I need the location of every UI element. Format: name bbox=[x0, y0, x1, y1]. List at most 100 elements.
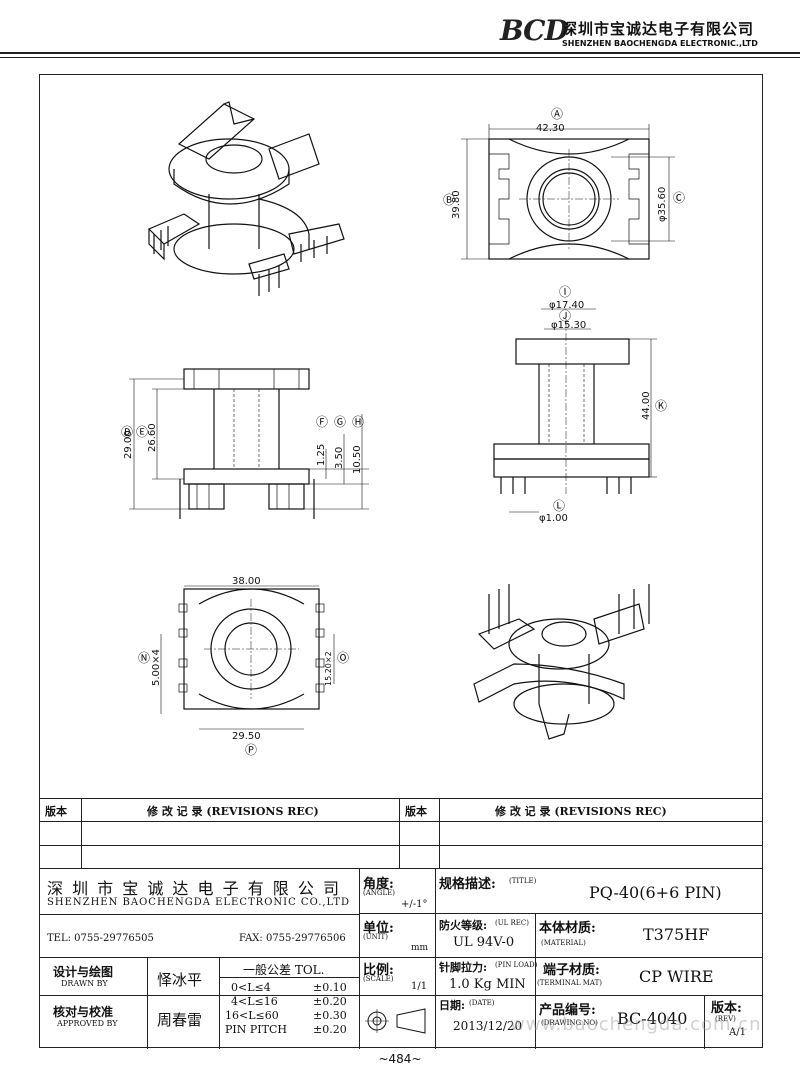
pin-load-en: (PIN LOAD) bbox=[495, 961, 538, 969]
tol-value-1: ±0.10 bbox=[313, 981, 347, 994]
dim-k-label: Ⓚ bbox=[655, 399, 667, 413]
tb-line-c bbox=[39, 995, 763, 996]
tol-value-4: ±0.20 bbox=[313, 1023, 347, 1036]
dim-b-value: 39.80 bbox=[451, 190, 462, 219]
scale-value: 1/1 bbox=[411, 981, 428, 992]
pin-load-label: 针脚拉力: bbox=[439, 961, 488, 974]
title-block: 深 圳 市 宝 诚 达 电 子 有 限 公 司 SHENZHEN BAOCHEN… bbox=[39, 868, 763, 1049]
technical-drawing: .ln { stroke:#111; stroke-width:1.2; fil… bbox=[121, 101, 685, 757]
ul-en: (UL REC) bbox=[495, 919, 529, 927]
rev-left-title: 修 改 记 录 (REVISIONS REC) bbox=[147, 805, 319, 818]
drawn-en: DRAWN BY bbox=[61, 979, 108, 988]
iso-view-top bbox=[147, 101, 345, 296]
dim-b-label: Ⓑ bbox=[443, 193, 455, 207]
tb-fax: FAX: 0755-29776506 bbox=[239, 933, 346, 944]
tb-line-b bbox=[39, 957, 763, 958]
tb-vline-2 bbox=[435, 869, 436, 1049]
terminal-label: 端子材质: bbox=[543, 963, 600, 978]
tol-value-3: ±0.30 bbox=[313, 1009, 347, 1022]
tol-range-3: 16<L≤60 bbox=[225, 1009, 279, 1022]
approved-label: 核对与校准 bbox=[53, 1005, 114, 1019]
revisions-table: 版本 修 改 记 录 (REVISIONS REC) 版本 修 改 记 录 (R… bbox=[39, 798, 763, 869]
tol-value-2: ±0.20 bbox=[313, 995, 347, 1008]
dim-n-value: 5.00×4 bbox=[151, 649, 162, 686]
dim-j-label: Ⓙ bbox=[559, 309, 571, 323]
title-label: 规格描述: bbox=[439, 877, 496, 892]
dim-p-value: 29.50 bbox=[232, 731, 261, 742]
ul-value: UL 94V-0 bbox=[453, 935, 515, 950]
rev-label: 版本: bbox=[711, 1001, 742, 1016]
material-en: (MATERIAL) bbox=[541, 939, 586, 947]
tb-vline-1 bbox=[359, 869, 360, 1049]
dim-m-value: 38.00 bbox=[232, 576, 261, 587]
rev-vline-1 bbox=[81, 799, 82, 869]
drawing-label: 产品编号: bbox=[539, 1003, 596, 1018]
rev-right-title: 修 改 记 录 (REVISIONS REC) bbox=[495, 805, 667, 818]
dim-l-label: Ⓛ bbox=[553, 499, 565, 513]
unit-label: 单位: bbox=[363, 921, 394, 936]
company-logo: BCD bbox=[500, 14, 569, 47]
dim-c-value: φ35.60 bbox=[657, 187, 668, 222]
tb-vline-5 bbox=[219, 957, 220, 1049]
dim-p-label: Ⓟ bbox=[245, 743, 257, 757]
dim-h-value: 10.50 bbox=[352, 445, 363, 474]
dim-j-value: φ15.30 bbox=[551, 320, 586, 331]
tb-company-cn: 深 圳 市 宝 诚 达 电 子 有 限 公 司 bbox=[47, 879, 341, 898]
dim-d-label: Ⓓ bbox=[121, 425, 133, 439]
unit-value: mm bbox=[411, 943, 429, 953]
header-divider-thin bbox=[0, 57, 800, 58]
tol-title: 一般公差 TOL. bbox=[243, 963, 325, 977]
rev-vline-3 bbox=[439, 799, 440, 869]
watermark: www.baochengda.com.cn bbox=[510, 1014, 762, 1035]
tb-vline-3 bbox=[535, 913, 536, 1049]
terminal-value: CP WIRE bbox=[639, 967, 714, 986]
ul-label: 防火等级: bbox=[439, 919, 488, 932]
tb-vline-6 bbox=[704, 995, 705, 1049]
material-label: 本体材质: bbox=[539, 921, 596, 936]
title-en: (TITLE) bbox=[509, 877, 537, 885]
dim-g-value: 3.50 bbox=[334, 447, 345, 469]
dim-l-value: φ1.00 bbox=[539, 513, 568, 524]
side-view-right bbox=[493, 308, 657, 513]
angle-en: (ANGLE) bbox=[363, 889, 395, 897]
tb-line-a bbox=[39, 914, 359, 915]
dim-i-label: Ⓘ bbox=[559, 285, 571, 299]
header-company-cn: 深圳市宝诚达电子有限公司 bbox=[562, 20, 755, 38]
dim-o-label: Ⓞ bbox=[337, 651, 349, 665]
drawing-en: (DRAWING NO) bbox=[541, 1019, 598, 1027]
dim-c-label: Ⓒ bbox=[673, 191, 685, 205]
scale-label: 比例: bbox=[363, 963, 394, 978]
rev-value: A/1 bbox=[729, 1027, 746, 1038]
dim-o-value: 15.20×2 bbox=[324, 651, 333, 686]
rev-vline-2 bbox=[399, 799, 400, 869]
approved-value: 周春雷 bbox=[157, 1011, 203, 1029]
drawn-label: 设计与绘图 bbox=[53, 965, 114, 979]
top-view bbox=[461, 124, 675, 260]
date-label: 日期: bbox=[439, 999, 466, 1012]
tol-range-1: 0<L≤4 bbox=[231, 981, 271, 994]
unit-en: (UNIT) bbox=[363, 933, 388, 941]
dim-a-value: 42.30 bbox=[536, 123, 565, 134]
drawing-value: BC-4040 bbox=[617, 1009, 688, 1028]
dim-n-label: Ⓝ bbox=[138, 651, 150, 665]
material-value: T375HF bbox=[643, 925, 710, 944]
tol-range-4: PIN PITCH bbox=[225, 1023, 287, 1036]
rev-line-2 bbox=[39, 845, 763, 846]
iso-view-bottom bbox=[473, 584, 650, 740]
dim-a-label: Ⓐ bbox=[551, 107, 563, 121]
page-number: ~484~ bbox=[378, 1052, 422, 1066]
rev-en: (REV) bbox=[715, 1015, 736, 1023]
pin-load-value: 1.0 Kg MIN bbox=[449, 977, 526, 992]
title-value: PQ-40(6+6 PIN) bbox=[589, 883, 722, 902]
date-value: 2013/12/20 bbox=[453, 1019, 523, 1033]
rev-left-label: 版本 bbox=[45, 805, 67, 818]
rev-line-1 bbox=[39, 821, 763, 822]
scale-en: (SCALE) bbox=[363, 975, 394, 983]
tb-company-en: SHENZHEN BAOCHENGDA ELECTRONIC CO.,LTD bbox=[47, 897, 351, 908]
rev-right-label: 版本 bbox=[405, 805, 427, 818]
tol-divider bbox=[219, 977, 359, 978]
dim-k-value: 44.00 bbox=[641, 391, 652, 420]
dim-i-value: φ17.40 bbox=[549, 300, 584, 311]
tb-vline-4 bbox=[147, 957, 148, 1049]
dim-e-value: 26.60 bbox=[147, 423, 158, 452]
